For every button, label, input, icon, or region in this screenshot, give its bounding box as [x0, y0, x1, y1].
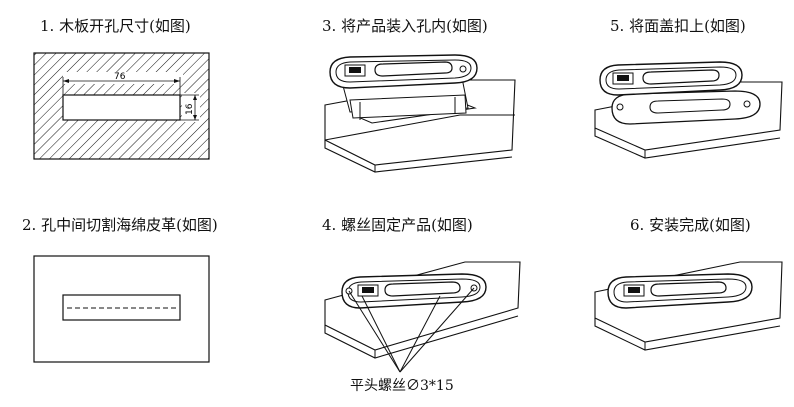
step-2-panel	[33, 255, 210, 363]
step-6-title: 6. 安装完成(如图)	[630, 216, 751, 234]
step-5-title: 5. 将面盖扣上(如图)	[610, 17, 746, 35]
screw-leader-lines	[348, 287, 475, 373]
step-2-title: 2. 孔中间切割海绵皮革(如图)	[22, 216, 218, 234]
width-dimension	[62, 72, 183, 95]
step-4-title: 4. 螺丝固定产品(如图)	[322, 216, 473, 234]
height-dimension	[180, 93, 200, 122]
step-3-title: 3. 将产品装入孔内(如图)	[322, 17, 488, 35]
step-1-board-cutout: 76 16	[33, 52, 210, 160]
step-4-illustration	[324, 261, 521, 373]
width-dimension-label: 76	[114, 72, 126, 82]
step-1-title: 1. 木板开孔尺寸(如图)	[40, 17, 191, 35]
step-5-illustration	[594, 61, 783, 159]
step-3-illustration	[324, 54, 516, 173]
step-6-illustration	[594, 261, 783, 351]
screw-spec-note: 平头螺丝∅3*15	[350, 378, 454, 394]
height-dimension-label: 16	[185, 103, 195, 115]
